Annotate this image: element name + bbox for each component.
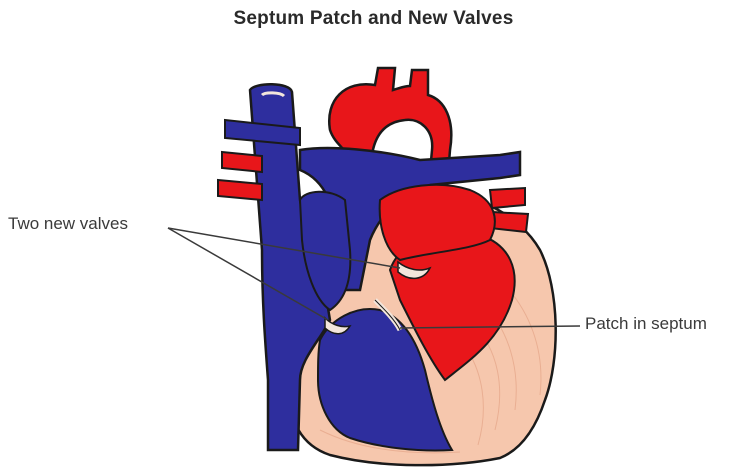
pulmonary-vein-right-upper [490,188,525,208]
pulmonary-vein-left-lower [218,180,262,200]
label-patch-in-septum: Patch in septum [585,314,707,334]
pulmonary-vein-left-upper [222,152,262,172]
label-two-new-valves: Two new valves [8,214,128,234]
